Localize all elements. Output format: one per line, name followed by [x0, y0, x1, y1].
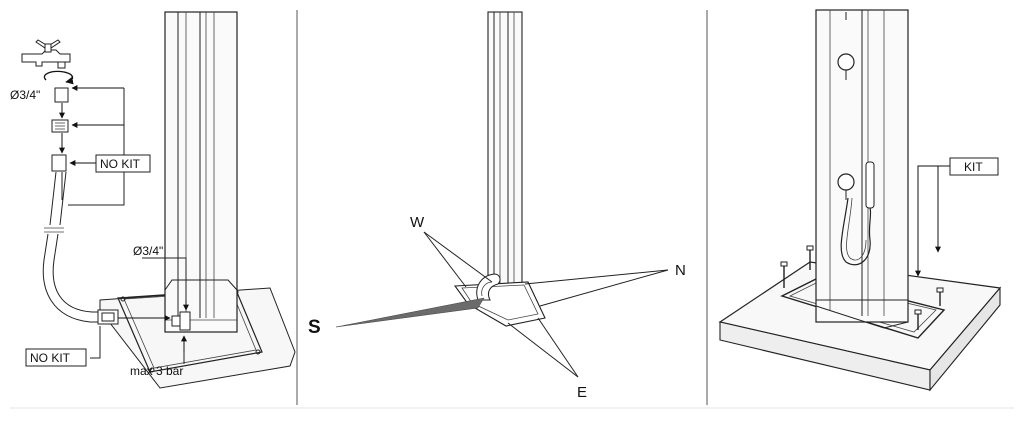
no-kit-box-bottom	[25, 348, 87, 367]
hose-connector	[51, 154, 67, 172]
hand-shower-hose	[840, 197, 872, 266]
no-kit-label-bottom: NO KIT	[30, 351, 71, 365]
panel-mounting-kit: KIT	[718, 9, 1002, 392]
kit-label: KIT	[964, 160, 983, 174]
diameter-label-top: Ø3/4"	[10, 88, 40, 102]
no-kit-box-top	[95, 154, 151, 173]
shower-column	[164, 11, 238, 333]
faucet-icon	[21, 39, 71, 69]
mixer-knob-upper	[837, 53, 855, 71]
water-hose	[42, 171, 100, 323]
pressure-label: max 3 bar	[130, 364, 183, 378]
rotation-arrow-icon	[43, 70, 74, 85]
shower-column-right	[815, 9, 909, 329]
south-wedge	[335, 297, 485, 328]
adapter-fitting	[54, 87, 69, 103]
label-east: E	[577, 384, 587, 401]
diameter-label-mid: Ø3/4"	[133, 244, 163, 258]
label-north: N	[675, 262, 686, 279]
orientation-column	[487, 11, 523, 309]
hand-shower	[865, 161, 875, 209]
panel-water-connection: Ø3/4" NO KIT Ø3/4" NO KIT max 3 bar	[10, 11, 296, 389]
mixer-knob-lower	[837, 173, 855, 191]
panel-orientation: W N S E	[308, 11, 686, 401]
label-west: W	[410, 214, 425, 231]
label-south: S	[308, 317, 321, 338]
no-kit-label-top: NO KIT	[100, 157, 141, 171]
anchor-screws	[780, 245, 944, 330]
